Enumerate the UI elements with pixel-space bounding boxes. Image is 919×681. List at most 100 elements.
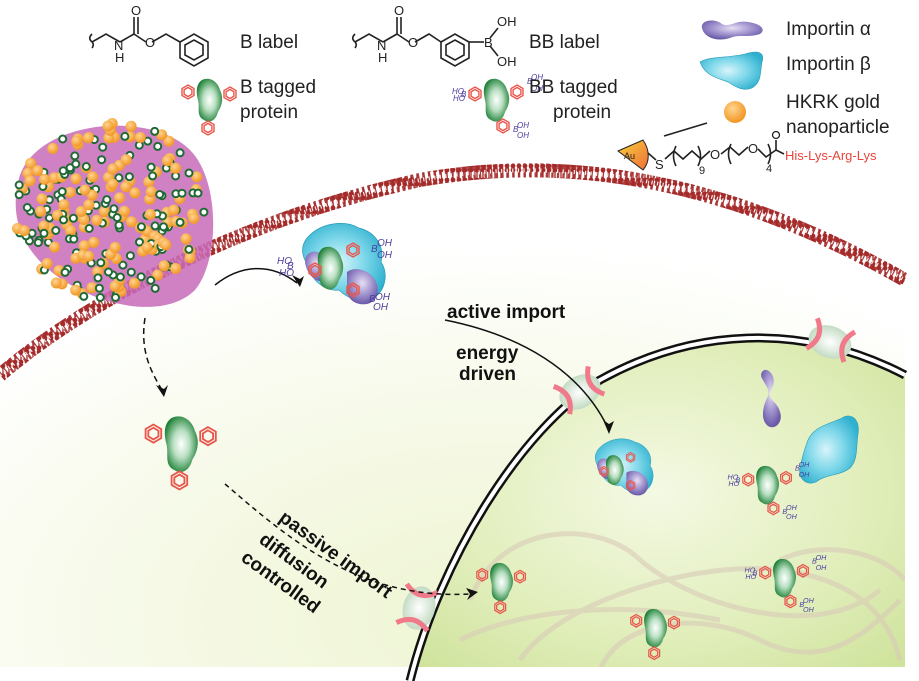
tagged-protein-dot (114, 220, 124, 230)
tagged-protein-dot (146, 275, 156, 285)
arrows (142, 267, 609, 596)
active-import-text: active import (447, 302, 566, 323)
gold-nanoparticle (126, 216, 137, 228)
gold-nanoparticle (152, 269, 164, 281)
gold-nanoparticle (163, 135, 175, 147)
svg-text:OH: OH (377, 238, 393, 249)
svg-text:B: B (369, 294, 376, 305)
tagged-protein-dot (109, 204, 119, 214)
subscript-4: 4 (766, 163, 772, 175)
gold-nanoparticle (120, 181, 132, 193)
tagged-protein-dot (112, 213, 122, 223)
gold-nanoparticle (87, 171, 99, 183)
tagged-protein-dot (136, 272, 146, 282)
bb-label-text: BB label (529, 32, 600, 53)
tagged-protein-dot (126, 267, 136, 277)
tagged-protein-dot (60, 267, 70, 277)
gold-nanoparticle (79, 184, 91, 196)
gold-nanoparticle (49, 241, 61, 253)
release-dashed-arrow (142, 317, 163, 391)
tagged-protein-dot (81, 162, 91, 171)
importin-beta-icon (699, 51, 763, 90)
tagged-protein-dot (68, 213, 78, 223)
tagged-protein-dot (96, 258, 106, 268)
arrowheads (156, 275, 614, 600)
b-label-text: B label (240, 32, 298, 53)
gold-nanoparticle (83, 199, 95, 211)
b-tagged-text-line1: B tagged (240, 77, 316, 98)
peptide-sequence: His-Lys-Arg-Lys (785, 148, 877, 163)
endocytosis-arrow (214, 267, 298, 286)
tagged-protein-dot (199, 207, 209, 217)
tagged-protein-dot (57, 187, 67, 197)
gold-nanoparticle (184, 252, 196, 264)
gold-nanoparticle (109, 280, 121, 292)
driven-text: driven (459, 364, 516, 385)
gold-nanoparticle (134, 132, 146, 143)
importin-beta-text: Importin β (786, 54, 871, 75)
gold-nanoparticle (78, 240, 90, 252)
tagged-protein-dot (51, 226, 61, 235)
gold-nanoparticle (107, 163, 119, 175)
nuclear-pore-top-right (805, 317, 857, 363)
tagged-protein-dot (69, 234, 79, 244)
tagged-protein-dot (95, 293, 105, 302)
tagged-protein-dot (44, 213, 54, 223)
tagged-protein-dot (104, 267, 113, 277)
tagged-protein-dot (184, 168, 194, 178)
gold-nanoparticle (144, 208, 156, 220)
tagged-protein-dot (59, 215, 68, 225)
atom-o: O (131, 3, 141, 18)
tagged-protein-dot (102, 195, 112, 205)
tagged-protein-dot (135, 237, 144, 247)
tagged-protein-dot (146, 162, 156, 172)
gold-nanoparticle (141, 241, 153, 253)
gold-nanoparticle (39, 173, 50, 185)
tagged-protein-dot (114, 173, 124, 183)
gold-nanoparticle (88, 236, 100, 248)
atom-oh: OH (497, 54, 517, 69)
subscript-9: 9 (699, 165, 705, 177)
nanoparticle-vesicle (12, 118, 214, 307)
nuclear-envelope (405, 333, 908, 681)
gold-nanoparticle (145, 186, 157, 198)
svg-text:B: B (287, 261, 294, 272)
tagged-protein-dot (175, 217, 185, 227)
tagged-protein-dot (120, 131, 130, 141)
gold-nanoparticle (120, 154, 132, 166)
b-label-structure: N H O O (88, 3, 209, 67)
gold-nanoparticle (32, 165, 44, 177)
gold-nanoparticle (129, 187, 141, 199)
atom-oh: OH (497, 14, 517, 29)
gold-nanoparticle (65, 225, 77, 237)
tagged-protein-dot (70, 151, 80, 161)
tagged-protein-dot (175, 148, 185, 158)
tagged-protein-dot (177, 188, 187, 198)
tagged-protein-dot (111, 293, 120, 302)
atom-au: Au (624, 151, 635, 161)
gold-nanoparticle (119, 205, 130, 217)
bb-label-structure: N H O O B OH OH (351, 3, 517, 69)
gold-nanoparticle (41, 258, 53, 269)
nuclear-pore-top-left (552, 365, 606, 415)
atom-o: O (748, 141, 758, 156)
tagged-protein-dot (58, 166, 68, 176)
tagged-protein-dot (14, 190, 24, 200)
svg-text:OH: OH (375, 292, 391, 303)
gold-nanoparticle (109, 241, 121, 253)
gold-nanoparticle (107, 178, 119, 190)
gold-nanoparticle (86, 282, 98, 294)
gold-nanoparticle (102, 120, 114, 132)
atom-o: O (408, 35, 418, 50)
gold-nanoparticle (50, 277, 62, 289)
gold-nanoparticle (24, 175, 36, 187)
tagged-protein-dot (125, 251, 135, 261)
gold-nanoparticle-icon (724, 101, 746, 123)
tagged-protein-dot (115, 272, 125, 282)
tagged-protein-dot (159, 222, 168, 232)
hkrk-ligand-structure: Au S 9 O O 4 (617, 130, 785, 177)
gold-nanoparticle (188, 212, 200, 224)
gold-nanoparticle (170, 162, 182, 174)
b-tagged-protein-icon (182, 79, 236, 135)
